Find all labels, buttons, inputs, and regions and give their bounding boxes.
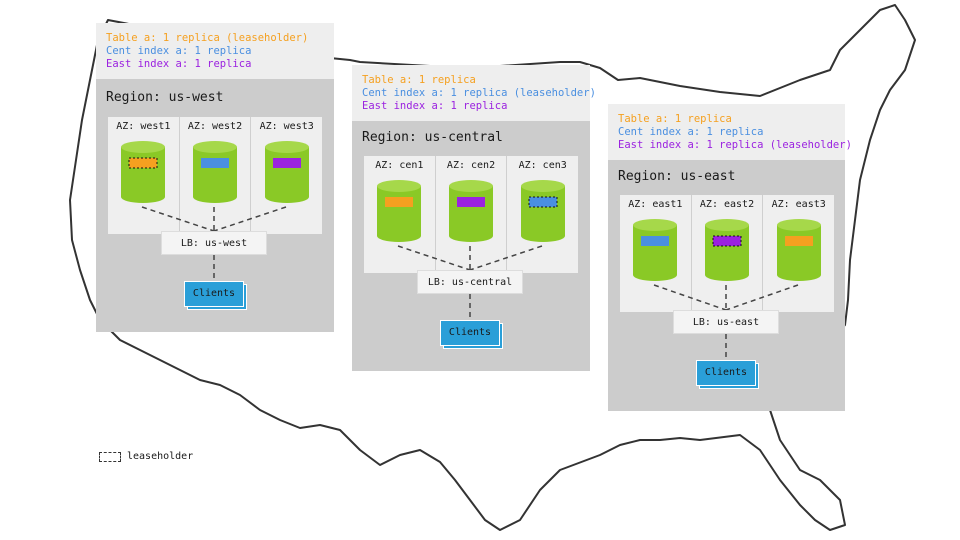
node-cylinder-icon [377,180,422,242]
range-orange [784,236,813,246]
connection-lines [397,245,543,321]
az-label: AZ: cen3 [518,160,567,171]
clients-button[interactable]: Clients [184,281,247,310]
node-cylinder-icon [264,141,309,203]
range-blue [201,158,229,168]
az-east3: AZ: east3 [763,195,834,312]
az-east2: AZ: east2 [692,195,764,312]
node-cylinder-icon [776,219,821,281]
region-us-east: Table a: 1 replica Cent index a: 1 repli… [608,104,852,411]
replica-line-table: Table a: 1 replica [618,113,732,125]
region-us-west: Table a: 1 replica (leaseholder) Cent in… [96,23,334,332]
node-cylinder-icon [633,219,678,281]
connection-lines [141,206,287,281]
range-orange [385,197,414,207]
az-row: AZ: west1 AZ: west2 AZ: west3 [108,117,322,234]
range-purple [272,158,301,168]
az-west1: AZ: west1 [108,117,180,234]
load-balancer: LB: us-west [161,231,267,255]
clients-label: Clients [184,281,244,307]
az-cen1: AZ: cen1 [364,156,436,273]
load-balancer: LB: us-central [417,270,523,294]
node-cylinder-icon [449,180,493,242]
connection-lines [653,284,799,360]
replica-line-east-index: East index a: 1 replica [362,100,508,112]
replica-line-cent-index: Cent index a: 1 replica (leaseholder) [362,87,596,99]
range-blue-leaseholder [528,196,558,208]
az-label: AZ: west3 [259,121,314,132]
az-label: AZ: east1 [628,199,683,210]
replica-line-cent-index: Cent index a: 1 replica [106,45,252,57]
az-label: AZ: east3 [771,199,826,210]
clients-button[interactable]: Clients [696,360,759,389]
az-label: AZ: cen2 [446,160,496,171]
region-title: Region: us-central [362,130,503,145]
az-east1: AZ: east1 [620,195,692,312]
range-orange-leaseholder [128,157,158,169]
node-cylinder-icon [193,141,237,203]
legend: leaseholder [99,451,193,462]
replica-line-east-index: East index a: 1 replica (leaseholder) [618,139,852,151]
replica-summary: Table a: 1 replica Cent index a: 1 repli… [352,65,596,121]
node-cylinder-icon [705,219,749,281]
range-purple [457,197,485,207]
replica-line-table: Table a: 1 replica [362,74,476,86]
az-row: AZ: east1 AZ: east2 AZ: east3 [620,195,834,312]
replica-line-table: Table a: 1 replica (leaseholder) [106,32,309,44]
region-us-central: Table a: 1 replica Cent index a: 1 repli… [352,65,596,371]
node-cylinder-icon [520,180,565,242]
az-label: AZ: west2 [187,121,243,132]
range-purple-leaseholder [712,235,742,247]
region-title: Region: us-west [106,90,224,105]
leaseholder-legend-icon [99,451,121,462]
az-row: AZ: cen1 AZ: cen2 AZ: cen3 [364,156,578,273]
az-west3: AZ: west3 [251,117,322,234]
az-label: AZ: east2 [699,199,755,210]
replica-summary: Table a: 1 replica Cent index a: 1 repli… [608,104,852,160]
az-label: AZ: cen1 [375,160,424,171]
clients-label: Clients [440,320,500,346]
region-title: Region: us-east [618,169,736,184]
load-balancer: LB: us-east [673,310,779,334]
az-label: AZ: west1 [116,121,171,132]
az-cen3: AZ: cen3 [507,156,578,273]
clients-button[interactable]: Clients [440,320,503,349]
az-west2: AZ: west2 [180,117,252,234]
node-cylinder-icon [121,141,166,203]
clients-label: Clients [696,360,756,386]
legend-label: leaseholder [127,451,194,462]
range-blue [641,236,670,246]
replica-summary: Table a: 1 replica (leaseholder) Cent in… [96,23,334,79]
replica-line-cent-index: Cent index a: 1 replica [618,126,764,138]
az-cen2: AZ: cen2 [436,156,508,273]
replica-line-east-index: East index a: 1 replica [106,58,252,70]
